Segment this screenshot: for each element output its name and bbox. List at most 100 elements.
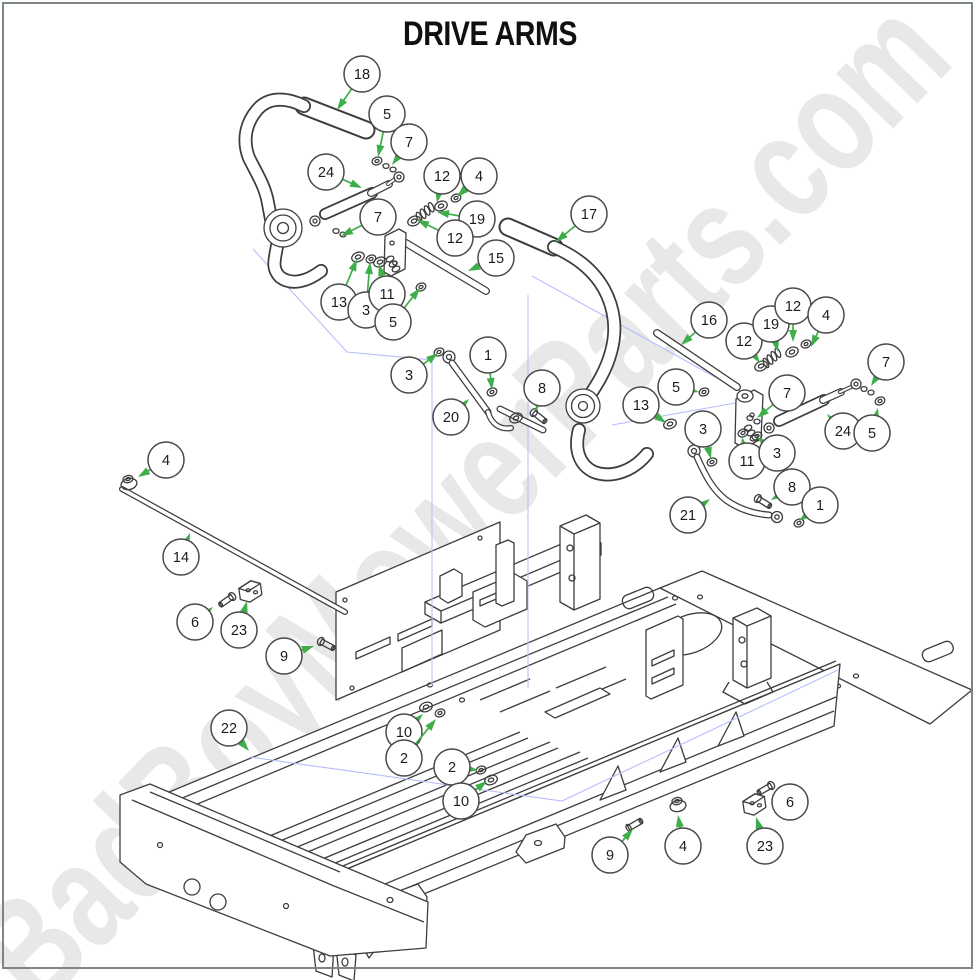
callout-23[interactable]: 23 (746, 817, 784, 865)
balloon-circle[interactable] (690, 301, 728, 339)
callout-12[interactable]: 12 (417, 219, 474, 257)
callout-24[interactable]: 24 (824, 412, 862, 450)
callout-6[interactable]: 6 (176, 603, 214, 641)
balloon-circle[interactable] (162, 538, 200, 576)
balloon-circle[interactable] (664, 827, 702, 865)
balloon-circle[interactable] (669, 496, 707, 534)
balloon-circle[interactable] (368, 95, 406, 133)
callout-9[interactable]: 9 (265, 637, 314, 675)
balloon-circle[interactable] (591, 836, 629, 874)
callout-2[interactable]: 2 (433, 748, 478, 786)
callout-18[interactable]: 18 (337, 55, 381, 110)
balloon-circle[interactable] (469, 336, 507, 374)
callout-14[interactable]: 14 (162, 533, 200, 576)
balloon-circle[interactable] (801, 486, 839, 524)
callout-5[interactable]: 5 (374, 288, 420, 341)
balloon-circle[interactable] (359, 198, 397, 236)
callout-3[interactable]: 3 (757, 434, 796, 472)
balloon-circle[interactable] (307, 153, 345, 191)
balloon-circle[interactable] (684, 410, 722, 448)
callout-4[interactable]: 4 (457, 157, 498, 197)
callout-11[interactable]: 11 (368, 264, 406, 313)
balloon-number: 6 (191, 615, 199, 631)
callout-20[interactable]: 20 (432, 398, 470, 436)
nut-part (873, 394, 887, 408)
balloon-circle[interactable] (746, 827, 784, 865)
balloon-circle[interactable] (210, 709, 248, 747)
callout-8[interactable]: 8 (523, 369, 561, 411)
balloon-circle[interactable] (432, 398, 470, 436)
callout-5[interactable]: 5 (657, 368, 699, 406)
balloon-circle[interactable] (622, 386, 660, 424)
balloon-circle[interactable] (442, 782, 480, 820)
upright-post (559, 514, 601, 611)
balloon-circle[interactable] (657, 368, 695, 406)
leader-arrowhead (468, 262, 481, 271)
callout-4[interactable]: 4 (664, 815, 702, 865)
balloon-number: 19 (469, 212, 485, 228)
balloon-circle[interactable] (758, 434, 796, 472)
balloon-number: 11 (739, 454, 754, 470)
callout-9[interactable]: 9 (591, 829, 633, 874)
callout-11[interactable]: 11 (728, 437, 766, 480)
callout-7[interactable]: 7 (390, 123, 428, 165)
callout-12[interactable]: 12 (725, 322, 763, 363)
balloon-circle[interactable] (265, 637, 303, 675)
callout-21[interactable]: 21 (669, 496, 710, 534)
callout-10[interactable]: 10 (442, 781, 487, 820)
callout-7[interactable]: 7 (341, 198, 397, 236)
callout-23[interactable]: 23 (220, 601, 258, 649)
callout-3[interactable]: 3 (390, 353, 438, 394)
callout-1[interactable]: 1 (799, 486, 839, 524)
nut-part (370, 155, 384, 167)
balloon-circle[interactable] (176, 603, 214, 641)
balloon-circle[interactable] (807, 296, 845, 334)
balloon-circle[interactable] (385, 739, 423, 777)
callout-10[interactable]: 10 (385, 713, 423, 751)
balloon-circle[interactable] (460, 157, 498, 195)
callout-22[interactable]: 22 (210, 709, 249, 751)
balloon-circle[interactable] (523, 369, 561, 407)
balloon-number: 7 (882, 355, 890, 371)
callout-7[interactable]: 7 (867, 343, 905, 386)
balloon-circle[interactable] (477, 239, 515, 277)
balloon-circle[interactable] (725, 322, 763, 360)
callout-3[interactable]: 3 (684, 410, 722, 459)
callout-12[interactable]: 12 (423, 157, 461, 203)
callout-5[interactable]: 5 (368, 95, 406, 157)
flange-nut-part (667, 795, 688, 814)
balloon-number: 3 (773, 446, 781, 462)
balloon-number: 9 (280, 649, 288, 665)
callout-4[interactable]: 4 (138, 441, 185, 479)
callout-5[interactable]: 5 (853, 408, 891, 452)
callout-15[interactable]: 15 (468, 239, 515, 277)
balloon-circle[interactable] (147, 441, 185, 479)
balloon-circle[interactable] (374, 303, 412, 341)
balloon-circle[interactable] (390, 123, 428, 161)
callout-8[interactable]: 8 (771, 468, 811, 506)
callout-1[interactable]: 1 (469, 336, 507, 390)
balloon-circle[interactable] (773, 468, 811, 506)
callout-4[interactable]: 4 (807, 296, 845, 347)
flange-nut-part (118, 473, 139, 492)
callout-13[interactable]: 13 (622, 386, 666, 424)
balloon-circle[interactable] (853, 414, 891, 452)
balloon-circle[interactable] (771, 783, 809, 821)
right-drive-arm-assembly (498, 217, 862, 524)
balloon-circle[interactable] (220, 611, 258, 649)
balloon-circle[interactable] (423, 157, 461, 195)
balloon-circle[interactable] (570, 195, 608, 233)
balloon-circle[interactable] (768, 374, 806, 412)
callout-12[interactable]: 12 (774, 287, 812, 342)
balloon-circle[interactable] (867, 343, 905, 381)
balloon-circle[interactable] (343, 55, 381, 93)
callout-7[interactable]: 7 (757, 374, 806, 418)
callout-2[interactable]: 2 (385, 719, 436, 777)
callout-24[interactable]: 24 (307, 153, 362, 191)
callout-6[interactable]: 6 (771, 783, 809, 821)
callout-16[interactable]: 16 (681, 301, 728, 345)
balloon-circle[interactable] (390, 356, 428, 394)
bolt-part (752, 492, 774, 512)
callout-17[interactable]: 17 (556, 195, 608, 242)
balloon-circle[interactable] (436, 219, 474, 257)
